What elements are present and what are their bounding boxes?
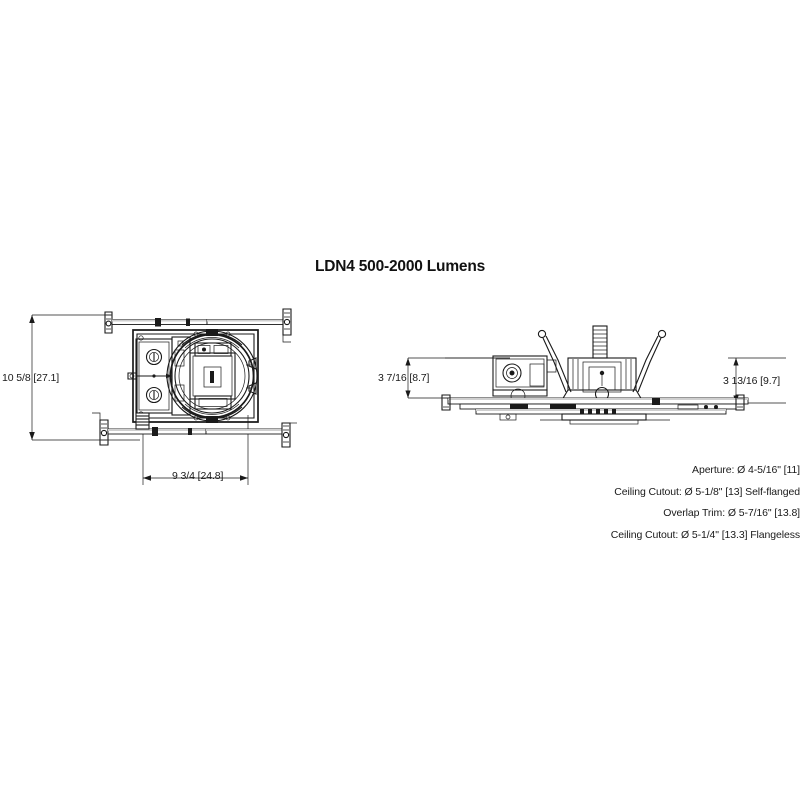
spec-line-aperture: Aperture: Ø 4-5/16" [11]: [692, 464, 800, 476]
dimension-plan-width: 9 3/4 [24.8]: [172, 470, 224, 482]
spec-line-overlap-trim: Overlap Trim: Ø 5-7/16" [13.8]: [663, 507, 800, 519]
dimension-elevation-height-left: 3 7/16 [8.7]: [378, 372, 430, 384]
spec-line-ceiling-cutout-self-flanged: Ceiling Cutout: Ø 5-1/8" [13] Self-flang…: [614, 485, 800, 498]
plan-view-housing: [29, 308, 297, 485]
dimension-plan-height: 10 5/8 [27.1]: [2, 372, 60, 384]
dimension-elevation-height-right: 3 13/16 [9.7]: [723, 375, 781, 387]
specification-block: Aperture: Ø 4-5/16" [11] Ceiling Cutout:…: [568, 460, 800, 546]
spec-line-ceiling-cutout-flangeless: Ceiling Cutout: Ø 5-1/4" [13.3] Flangele…: [610, 528, 800, 541]
elevation-view-housing: [405, 325, 786, 425]
page-title: LDN4 500-2000 Lumens: [314, 258, 486, 275]
